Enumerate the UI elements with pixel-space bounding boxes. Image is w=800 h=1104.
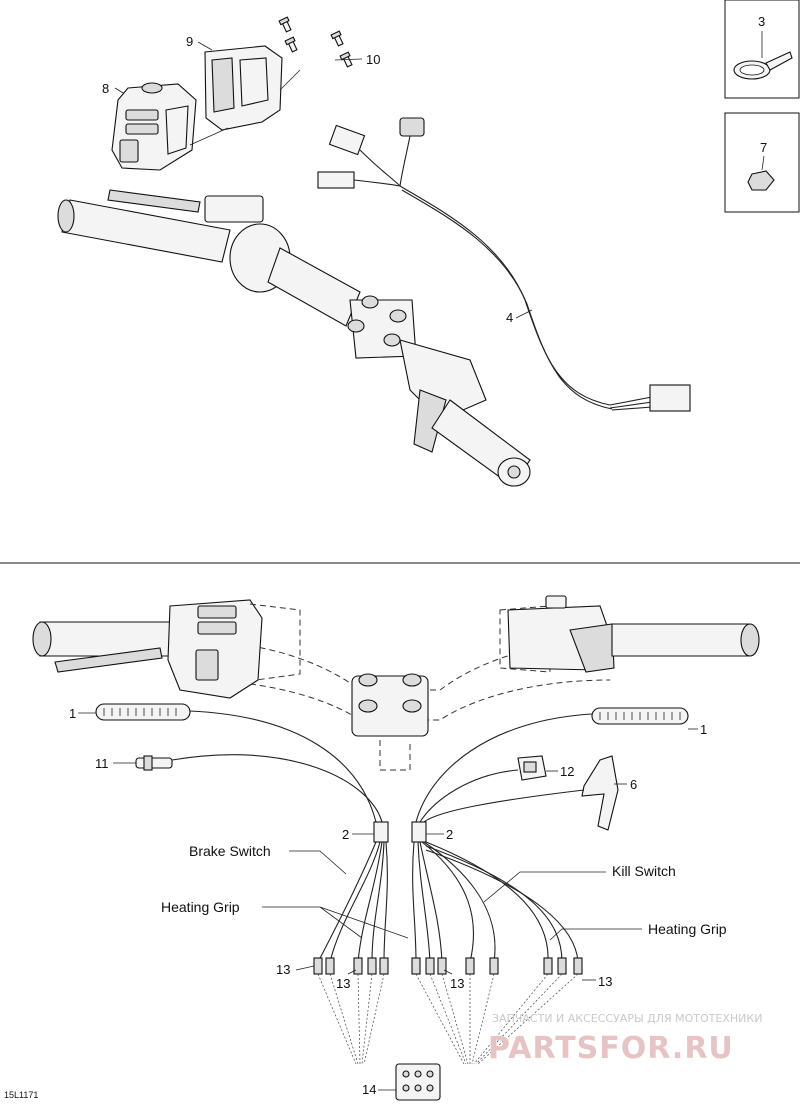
drawing-code: 15L1171 [4, 1090, 38, 1100]
connector-12: 12 [517, 755, 574, 781]
sleeve-left-2: 2 [342, 821, 389, 843]
callout-13-d: 13 [598, 974, 612, 989]
heating-element-right: 1 [591, 707, 707, 737]
brake-master-cylinder [204, 195, 264, 223]
callout-1-left: 1 [69, 706, 76, 721]
label-brake-switch: Brake Switch [189, 843, 271, 859]
heating-wires [171, 710, 593, 823]
connector-2-pin [399, 117, 425, 137]
callout-13-a: 13 [276, 962, 290, 977]
callout-4: 4 [506, 310, 513, 325]
label-kill-switch: Kill Switch [612, 863, 676, 879]
callout-10: 10 [366, 52, 380, 67]
brake-lever [107, 189, 201, 213]
callout-8: 8 [102, 81, 109, 96]
throttle-lever [413, 389, 447, 453]
wiring-harness-4: 4 [317, 117, 691, 412]
callout-1-right: 1 [700, 722, 707, 737]
callout-6: 6 [630, 777, 637, 792]
bottom-handlebar-clamp [351, 675, 429, 737]
handlebar-tube [267, 247, 361, 327]
handlebar-assembly-top [57, 189, 531, 487]
bracket-6: 6 [581, 755, 637, 831]
callout-3: 3 [758, 14, 765, 29]
heating-element-left: 1 [69, 703, 191, 721]
label-heating-grip-left: Heating Grip [161, 899, 240, 915]
callout-12: 12 [560, 764, 574, 779]
callout-2-left: 2 [342, 827, 349, 842]
connector-harness-end [649, 384, 691, 412]
right-handlebar-controls [499, 595, 760, 673]
connector-wires [317, 841, 579, 963]
multi-pin-connector-icon [395, 1063, 441, 1101]
bottom-brake-lever [54, 647, 163, 673]
callout-9: 9 [186, 34, 193, 49]
callout-2-right: 2 [446, 827, 453, 842]
label-heating-grip-right: Heating Grip [648, 921, 727, 937]
switch-assembly-8: 8 [102, 81, 229, 171]
screw-group [278, 16, 353, 68]
callout-13-c: 13 [450, 976, 464, 991]
sleeve-left [373, 821, 389, 843]
part-box-7: 7 [724, 112, 800, 213]
sleeve-right [411, 821, 427, 843]
dotted-guides [317, 973, 579, 1065]
callout-7: 7 [760, 140, 767, 155]
callout-11: 11 [95, 756, 109, 771]
connector-8-pin [317, 171, 355, 189]
terminals-13 [313, 957, 583, 975]
sensor-11: 11 [95, 755, 173, 771]
connector-14: 14 [362, 1063, 441, 1101]
bottom-switch-housing [167, 599, 263, 699]
callout-14: 14 [362, 1082, 376, 1097]
callout-13-b: 13 [336, 976, 350, 991]
connector-6-pin [328, 124, 366, 156]
sleeve-right-2: 2 [411, 821, 453, 843]
watermark-brand: PARTSFOR.RU [488, 1031, 734, 1066]
part-box-3: 3 [724, 0, 800, 99]
left-handlebar-controls [32, 599, 301, 699]
switch-housing-9: 9 [186, 34, 301, 131]
clip-icon [747, 170, 775, 191]
watermark-tagline: ЗАПЧАСТИ И АКСЕССУАРЫ ДЛЯ МОТОТЕХНИКИ [492, 1012, 762, 1025]
